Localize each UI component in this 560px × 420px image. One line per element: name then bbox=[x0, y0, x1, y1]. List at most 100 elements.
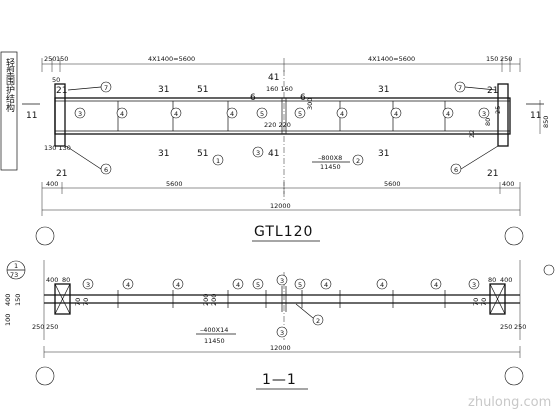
plan-title: 1—1 bbox=[262, 372, 297, 388]
plan-dim-left-f: 400 bbox=[4, 294, 12, 306]
callout-1: 1 bbox=[212, 154, 224, 166]
plan-dim-left-a: 400 bbox=[46, 276, 58, 284]
plan-dim-left-g: 150 bbox=[14, 294, 22, 306]
svg-text:6: 6 bbox=[454, 166, 458, 174]
mark-41-a: 41 bbox=[268, 73, 279, 83]
svg-text:7: 7 bbox=[104, 84, 108, 92]
svg-text:4: 4 bbox=[176, 281, 180, 289]
callout-6-left: 6 bbox=[100, 163, 112, 175]
plate-label: –800X8 bbox=[318, 154, 342, 162]
plan-dim-left-e: 100 bbox=[4, 314, 12, 326]
svg-text:5: 5 bbox=[256, 281, 260, 289]
dim-25: 25 bbox=[494, 106, 502, 114]
plan-dim-right-a: 80 bbox=[488, 276, 496, 284]
callout-4-a: 4 bbox=[116, 107, 128, 119]
side-note-box: 轻型围护结构 bbox=[0, 51, 18, 171]
plan-callout-4-f: 4 bbox=[430, 278, 442, 290]
plan-dim-center-a: 200 bbox=[202, 294, 210, 306]
plan-callout-4-e: 4 bbox=[376, 278, 388, 290]
section-ref-num: 1 bbox=[14, 262, 18, 270]
svg-text:4: 4 bbox=[380, 281, 384, 289]
svg-text:3: 3 bbox=[86, 281, 90, 289]
dim-bottom-right-half: 5600 bbox=[384, 180, 401, 188]
svg-text:4: 4 bbox=[236, 281, 240, 289]
plan-dim-left-c: 250 bbox=[32, 323, 44, 331]
dim-160: 160 160 bbox=[266, 85, 293, 93]
svg-text:4: 4 bbox=[394, 110, 398, 118]
plan-axis-bubble-left bbox=[35, 366, 55, 386]
dim-right-span: 4X1400=5600 bbox=[368, 55, 415, 63]
elevation-view: 250 150 4X1400=5600 4X1400=5600 150 250 … bbox=[22, 55, 550, 246]
svg-text:5: 5 bbox=[298, 281, 302, 289]
section-ref-den: 73 bbox=[10, 271, 18, 279]
plan-plate-length: 11450 bbox=[204, 337, 225, 345]
mark-31-a: 31 bbox=[158, 85, 169, 95]
svg-text:4: 4 bbox=[126, 281, 130, 289]
svg-text:3: 3 bbox=[482, 110, 486, 118]
plan-dim-right-d: 250 bbox=[514, 323, 526, 331]
plan-callout-4-d: 4 bbox=[320, 278, 332, 290]
svg-text:7: 7 bbox=[458, 84, 462, 92]
mark-21-a: 21 bbox=[56, 86, 67, 96]
plan-plate-label: –400X14 bbox=[200, 326, 228, 334]
callout-5-b: 5 bbox=[294, 107, 306, 119]
svg-text:4: 4 bbox=[446, 110, 450, 118]
mark-11-b: 11 bbox=[530, 111, 541, 121]
callout-7-right: 7 bbox=[454, 81, 466, 93]
dim-bottom-left-end: 400 bbox=[46, 180, 58, 188]
plan-callout-5-a: 5 bbox=[252, 278, 264, 290]
watermark: zhulong.com bbox=[468, 395, 551, 410]
elevation-title: GTL120 bbox=[254, 224, 313, 240]
plan-callout-3-right: 3 bbox=[468, 278, 480, 290]
callout-3-right: 3 bbox=[478, 107, 490, 119]
plate-length: 11450 bbox=[320, 163, 341, 171]
svg-text:4: 4 bbox=[120, 110, 124, 118]
mark-31-d: 31 bbox=[378, 149, 389, 159]
plan-dim-left-i: 70 bbox=[82, 298, 90, 306]
dim-left-end: 250 bbox=[44, 55, 56, 63]
callout-4-b: 4 bbox=[170, 107, 182, 119]
dim-bottom-left-half: 5600 bbox=[166, 180, 183, 188]
plan-callout-4-c: 4 bbox=[232, 278, 244, 290]
svg-text:3: 3 bbox=[78, 110, 82, 118]
svg-text:1: 1 bbox=[216, 157, 220, 165]
plan-callout-3-below: 3 bbox=[276, 326, 288, 338]
dim-left-span: 4X1400=5600 bbox=[148, 55, 195, 63]
callout-7-left: 7 bbox=[100, 81, 112, 93]
plan-dim-left-b: 80 bbox=[62, 276, 70, 284]
dim-bottom-right-end: 400 bbox=[502, 180, 514, 188]
plan-dim-right-b: 400 bbox=[500, 276, 512, 284]
plan-callout-4-a: 4 bbox=[122, 278, 134, 290]
mark-6-a: 6 bbox=[250, 93, 256, 103]
mark-51-b: 51 bbox=[197, 149, 208, 159]
mark-21-b: 21 bbox=[56, 169, 67, 179]
svg-text:3: 3 bbox=[280, 329, 284, 337]
dim-bottom-total: 12000 bbox=[270, 202, 291, 210]
plan-dim-left-d: 250 bbox=[46, 323, 58, 331]
callout-4-e: 4 bbox=[390, 107, 402, 119]
plan-callout-5-b: 5 bbox=[294, 278, 306, 290]
dim-22: 22 bbox=[468, 130, 476, 138]
callout-2: 2 bbox=[352, 154, 364, 166]
mark-21-d: 21 bbox=[487, 169, 498, 179]
mark-21-c: 21 bbox=[487, 86, 498, 96]
callout-6-right: 6 bbox=[450, 163, 462, 175]
callout-3-left: 3 bbox=[74, 107, 86, 119]
svg-text:6: 6 bbox=[104, 166, 108, 174]
plan-callout-2: 2 bbox=[312, 314, 324, 326]
callout-5-a: 5 bbox=[256, 107, 268, 119]
section-ref-bubble-right bbox=[543, 264, 555, 276]
dim-50: 50 bbox=[52, 76, 60, 84]
plan-callout-4-b: 4 bbox=[172, 278, 184, 290]
mark-51-a: 51 bbox=[197, 85, 208, 95]
svg-text:3: 3 bbox=[472, 281, 476, 289]
svg-text:4: 4 bbox=[340, 110, 344, 118]
svg-text:4: 4 bbox=[324, 281, 328, 289]
dim-300: 300 bbox=[306, 98, 314, 110]
plan-dim-right-c: 250 bbox=[500, 323, 512, 331]
svg-text:5: 5 bbox=[260, 110, 264, 118]
callout-4-c: 4 bbox=[226, 107, 238, 119]
mark-6-b: 6 bbox=[300, 93, 306, 103]
mark-11-a: 11 bbox=[26, 111, 37, 121]
svg-text:4: 4 bbox=[174, 110, 178, 118]
